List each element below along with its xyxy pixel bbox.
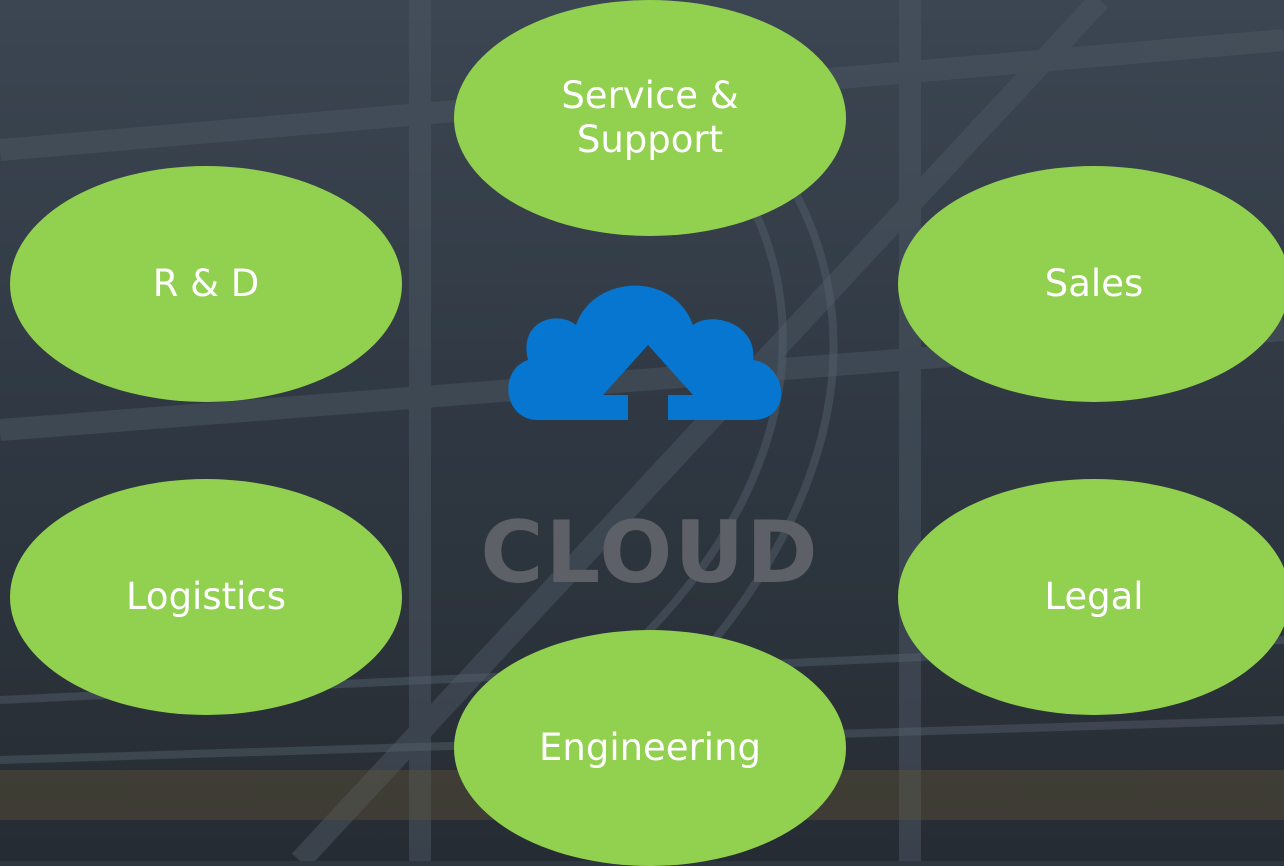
- cloud-upload-icon: [498, 270, 798, 450]
- node-engineering: Engineering: [454, 630, 846, 866]
- node-logistics: Logistics: [10, 479, 402, 715]
- cloud-label: CLOUD: [480, 503, 820, 603]
- node-service-support: Service & Support: [454, 0, 846, 236]
- node-legal: Legal: [898, 479, 1284, 715]
- node-label: R & D: [152, 261, 260, 305]
- node-label: Legal: [1044, 574, 1144, 618]
- node-label: Sales: [1044, 261, 1144, 305]
- node-label: Engineering: [539, 725, 761, 769]
- node-r-and-d: R & D: [10, 166, 402, 402]
- node-label: Service & Support: [561, 73, 739, 161]
- node-label: Logistics: [125, 574, 287, 618]
- node-sales: Sales: [898, 166, 1284, 402]
